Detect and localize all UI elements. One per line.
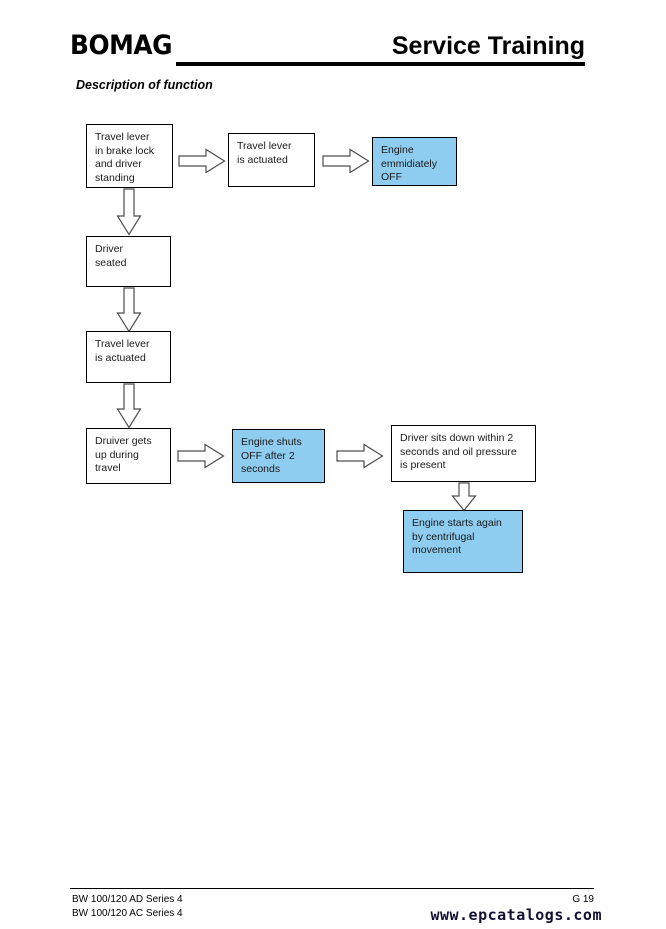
arrow-driver-sits-down-to-engine-starts	[451, 482, 477, 512]
arrow-lever-to-driver-seated	[116, 188, 142, 236]
arrow-driver-gets-up-to-engine-shuts-off	[177, 443, 225, 469]
footer-model-line-2: BW 100/120 AC Series 4	[72, 908, 183, 919]
page-title: Service Training	[391, 32, 585, 60]
arrow-actuated-to-engine-off	[322, 148, 370, 174]
watermark-url: www.epcatalogs.com	[430, 906, 602, 924]
arrow-lever-to-actuated	[178, 148, 226, 174]
flow-node-engine-shuts-off: Engine shuts OFF after 2 seconds	[232, 429, 325, 483]
arrow-engine-shuts-off-to-driver-sits-down	[336, 443, 384, 469]
bomag-logo: BOMAG	[70, 30, 173, 61]
footer-model-info: BW 100/120 AD Series 4 BW 100/120 AC Ser…	[72, 893, 183, 921]
flow-node-engine-immediately-off: Engine emmidiately OFF	[372, 137, 457, 186]
flow-node-travel-lever-actuated-top: Travel lever is actuated	[228, 133, 315, 187]
flow-node-travel-lever-brake-lock: Travel lever in brake lock and driver st…	[86, 124, 173, 188]
section-subtitle: Description of function	[76, 78, 213, 92]
arrow-lever-actuated-to-driver-gets-up	[116, 383, 142, 429]
arrow-driver-seated-to-lever-actuated	[116, 287, 142, 333]
footer-page-number: G 19	[572, 894, 594, 905]
flow-node-driver-seated: Driver seated	[86, 236, 171, 287]
footer-divider	[70, 888, 594, 889]
flow-node-driver-sits-down: Driver sits down within 2 seconds and oi…	[391, 425, 536, 482]
flow-node-engine-starts-again: Engine starts again by centrifugal movem…	[403, 510, 523, 573]
flow-node-driver-gets-up: Druiver gets up during travel	[86, 428, 171, 484]
footer-model-line-1: BW 100/120 AD Series 4	[72, 894, 183, 905]
header-divider	[176, 62, 585, 66]
flow-node-travel-lever-actuated-mid: Travel lever is actuated	[86, 331, 171, 383]
